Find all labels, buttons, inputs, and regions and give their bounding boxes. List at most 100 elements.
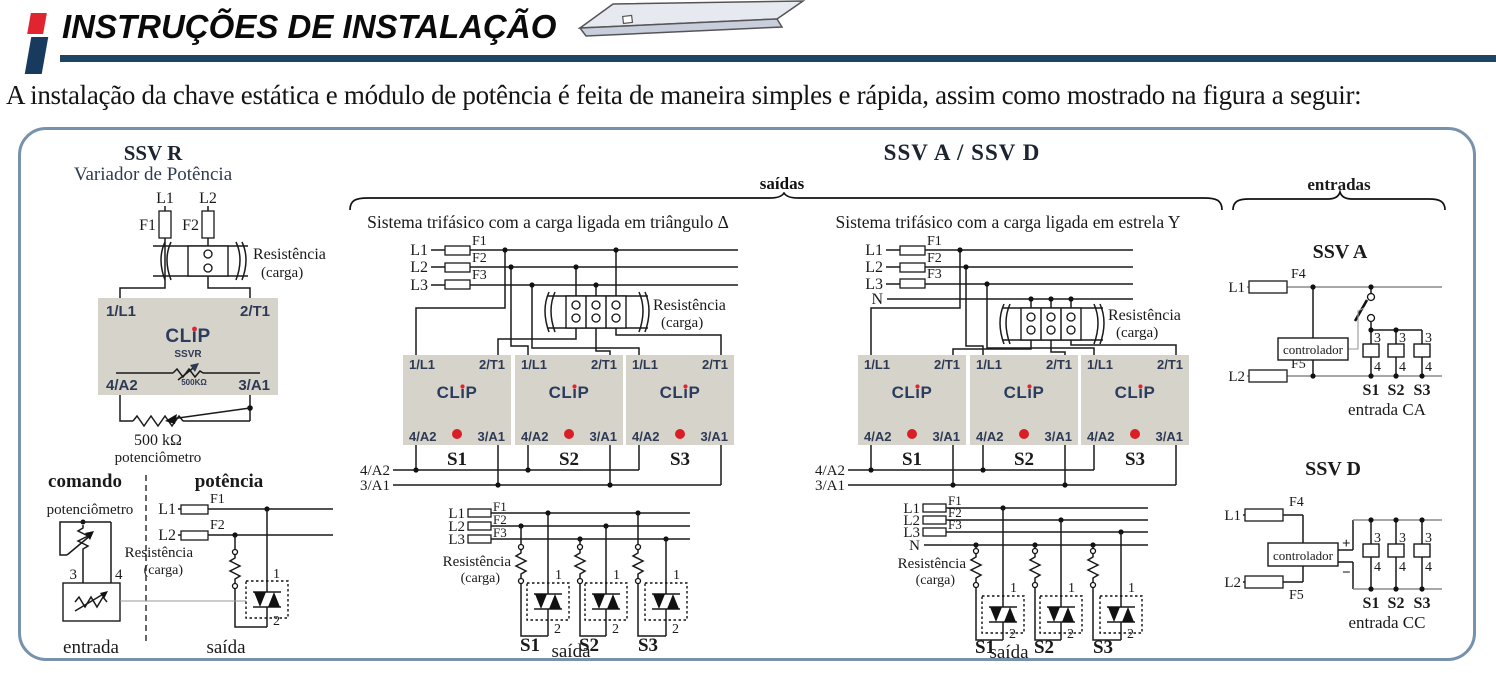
delta-bus-wiring	[393, 467, 721, 488]
y-f1: F1	[927, 234, 942, 249]
svg-text:2/T1: 2/T1	[702, 357, 728, 372]
svg-text:2: 2	[672, 622, 679, 637]
bus-3a1-label: 3/A1	[815, 478, 845, 494]
y-l1: L1	[865, 242, 883, 259]
dl-l3: L3	[448, 532, 465, 548]
ssvr-load-label2: (carga)	[261, 265, 303, 281]
entradas-label: entradas	[1307, 175, 1371, 194]
clip-logo: CLiP	[549, 383, 590, 402]
s2-label: S2	[559, 449, 579, 470]
clip-logo-dot	[192, 326, 197, 332]
svg-text:4/A2: 4/A2	[521, 429, 548, 444]
a-f4: F4	[1291, 267, 1306, 282]
svg-text:2/T1: 2/T1	[1157, 357, 1183, 372]
svg-text:1: 1	[613, 568, 620, 583]
delta-diagram: Sistema trifásico com a carga ligada em …	[360, 212, 738, 658]
svg-text:3: 3	[1399, 331, 1406, 346]
dl-load: Resistência	[443, 554, 512, 570]
svg-text:1/L1: 1/L1	[864, 357, 890, 372]
header-rule	[60, 55, 1496, 62]
svg-text:4: 4	[1399, 360, 1406, 375]
d-f2: F2	[472, 251, 487, 266]
entradas-brace	[1232, 188, 1446, 211]
s3-label: S3	[670, 449, 690, 470]
svg-text:2/T1: 2/T1	[479, 357, 505, 372]
svg-text:S3: S3	[1093, 637, 1113, 658]
comando-wiring	[59, 519, 121, 622]
svg-text:3/A1: 3/A1	[478, 429, 505, 444]
pw-l1: L1	[158, 501, 176, 518]
led-indicator	[452, 429, 462, 439]
clip-logo: CLiP	[660, 383, 701, 402]
clip-logo: CLiP	[437, 383, 478, 402]
led-indicator	[564, 429, 574, 439]
delta-caption: Sistema trifásico com a carga ligada em …	[367, 212, 729, 232]
ssvr-model: SSVR	[174, 349, 202, 360]
dl-f2: F2	[493, 512, 507, 527]
svg-text:1/L1: 1/L1	[1087, 357, 1113, 372]
dl-l1: L1	[448, 506, 465, 522]
pw-l2: L2	[158, 527, 176, 544]
svg-text:4: 4	[1374, 360, 1381, 375]
a-l2: L2	[1228, 369, 1245, 385]
pw-t2: 2	[273, 614, 280, 629]
module-terminal-3a1: 3/A1	[238, 377, 270, 394]
svg-text:1/L1: 1/L1	[976, 357, 1002, 372]
controlador-label: controlador	[1283, 342, 1344, 357]
svg-text:1/L1: 1/L1	[521, 357, 547, 372]
svg-text:4: 4	[1425, 560, 1432, 575]
d2-f4: F4	[1289, 495, 1304, 510]
pw-t1: 1	[273, 567, 280, 582]
star-top-wiring	[870, 245, 1177, 355]
s1-label: S1	[902, 449, 922, 470]
svg-text:3: 3	[1374, 531, 1381, 546]
d-f3: F3	[472, 268, 487, 283]
svg-text:2/T1: 2/T1	[591, 357, 617, 372]
intro-text: A instalação da chave estática e módulo …	[6, 80, 1362, 110]
ssvr-pot-inline: 500KΩ	[181, 378, 207, 387]
star-module-s1: 1/L1 2/T1 CLiP 4/A2 3/A1 S1	[858, 355, 966, 485]
ssvr-pot-label: potenciômetro	[115, 450, 202, 466]
svg-text:4/A2: 4/A2	[632, 429, 659, 444]
din-rail-image	[577, 0, 806, 37]
y-load: Resistência	[1108, 307, 1181, 324]
pw-f2: F2	[210, 518, 225, 533]
pw-load2: (carga)	[144, 563, 184, 578]
dl-load2: (carga)	[461, 571, 501, 586]
yl-load2: (carga)	[916, 573, 956, 588]
ssvd-title: SSV D	[1305, 458, 1361, 480]
ssvd-wiring	[1243, 508, 1442, 592]
dl-saida: saída	[551, 641, 591, 658]
bus-4a2-label: 4/A2	[360, 463, 390, 479]
a-f5: F5	[1291, 357, 1306, 372]
yl-saida: saída	[989, 642, 1029, 658]
ssvr-load-label: Resistência	[253, 246, 326, 263]
svg-text:1/L1: 1/L1	[632, 357, 658, 372]
svg-text:4: 4	[1399, 560, 1406, 575]
saidas-brace	[349, 192, 1223, 211]
svg-text:2: 2	[1009, 627, 1016, 642]
svg-text:1: 1	[1068, 581, 1075, 596]
ssvr-f2-label: F2	[182, 217, 199, 234]
potencia-wiring	[120, 504, 333, 628]
terminal-4: 4	[115, 567, 123, 583]
entrada-ca-label: entrada CA	[1348, 400, 1427, 419]
clip-logo: CLiP	[165, 326, 210, 347]
center-title: SSV A / SSV D	[883, 140, 1041, 165]
yl-load: Resistência	[898, 556, 967, 572]
plus-label: +	[1342, 536, 1351, 552]
led-indicator	[907, 429, 917, 439]
terminal-3: 3	[70, 567, 78, 583]
clip-logo-dot	[1138, 384, 1143, 389]
module-terminal-2t1: 2/T1	[240, 303, 270, 320]
page-title: INSTRUÇÕES DE INSTALAÇÃO	[62, 8, 557, 45]
svg-text:1: 1	[555, 568, 562, 583]
svg-text:2: 2	[612, 622, 619, 637]
ssva-wiring	[1247, 280, 1442, 383]
svg-text:S1: S1	[1363, 382, 1380, 399]
d2-f5: F5	[1289, 588, 1304, 603]
dl-l2: L2	[448, 519, 465, 535]
svg-text:S2: S2	[1388, 595, 1405, 612]
entrada-label: entrada	[63, 637, 119, 658]
dl-f3: F3	[493, 525, 507, 540]
